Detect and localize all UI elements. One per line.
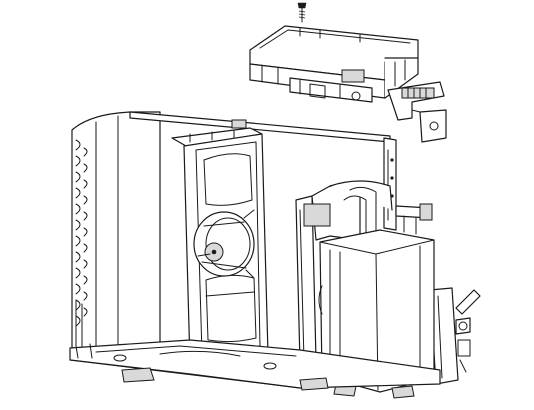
screw (297, 2, 307, 23)
base-pan (69, 339, 441, 391)
coil-hairpins (75, 139, 88, 327)
wiring-terminal-bracket (387, 81, 447, 143)
partition-panel (295, 185, 361, 365)
electric-control-box (249, 25, 419, 103)
fan-motor (193, 209, 255, 279)
service-valves (329, 180, 481, 385)
